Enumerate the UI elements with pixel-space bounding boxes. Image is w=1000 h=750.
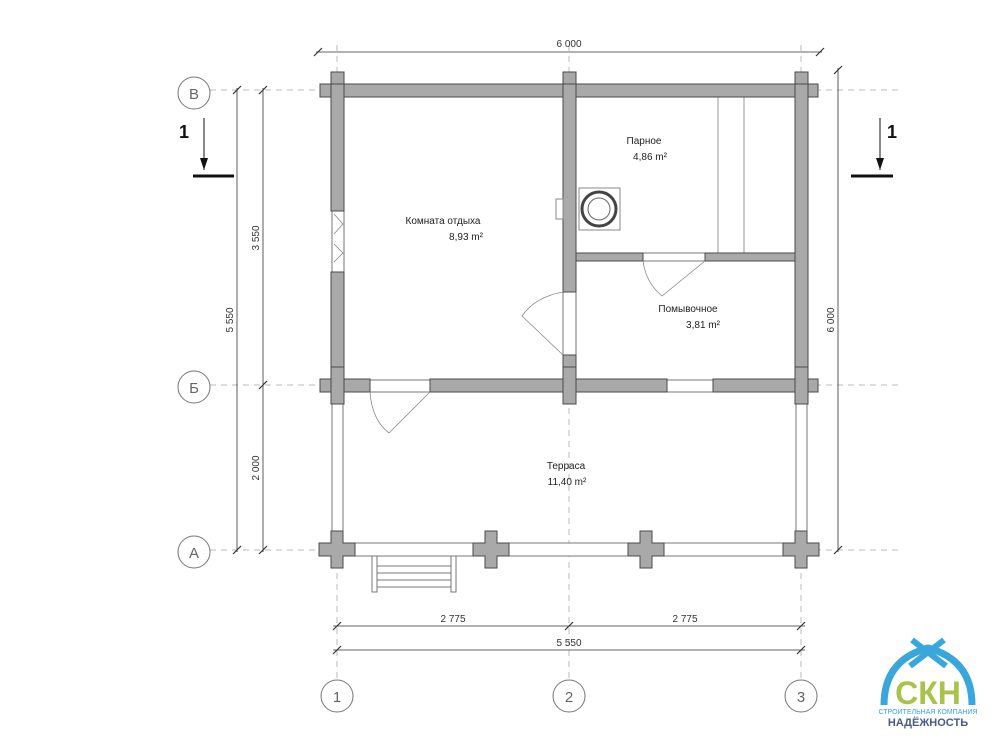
logo-mark: СКН — [895, 675, 961, 711]
room-area-rest: 8,93 m² — [449, 232, 484, 243]
terrace-posts — [318, 530, 820, 569]
room-area-wash: 3,81 m² — [686, 320, 721, 331]
axis-row-a: А — [189, 545, 199, 562]
room-name-terrace: Терраса — [547, 461, 586, 472]
dim-bottom-total: 5 550 — [556, 638, 581, 649]
section-mark-right — [851, 118, 893, 178]
room-area-terrace: 11,40 m² — [548, 477, 587, 488]
dim-left-lower: 2 000 — [251, 455, 262, 480]
room-name-wash: Помывочное — [658, 304, 718, 315]
company-logo: СКН СТРОИТЕЛЬНАЯ КОМПАНИЯ НАДЁЖНОСТЬ — [878, 637, 978, 729]
doors — [333, 213, 706, 434]
dim-bottom-left: 2 775 — [440, 614, 465, 625]
dim-top-total: 6 000 — [556, 39, 581, 50]
axis-row-b: Б — [189, 380, 199, 397]
dimension-lines — [232, 47, 843, 655]
section-label-left: 1 — [179, 122, 189, 142]
axis-col-1: 1 — [333, 689, 341, 706]
axis-col-3: 3 — [797, 689, 805, 706]
section-mark-left — [193, 118, 234, 178]
dim-left-total: 5 550 — [225, 307, 236, 332]
axis-markers — [177, 76, 818, 713]
room-name-steam: Парное — [627, 136, 662, 147]
walls — [319, 71, 819, 405]
stove-icon — [555, 187, 621, 231]
logo-line2: НАДЁЖНОСТЬ — [888, 716, 968, 729]
dim-left-upper: 3 550 — [251, 225, 262, 250]
logo-line1: СТРОИТЕЛЬНАЯ КОМПАНИЯ — [878, 709, 977, 716]
entrance-steps — [371, 555, 457, 593]
section-label-right: 1 — [887, 122, 897, 142]
dim-right-total: 6 000 — [826, 307, 837, 332]
dim-bottom-right: 2 775 — [672, 614, 697, 625]
room-name-rest: Комната отдыха — [406, 216, 481, 227]
axis-row-v: В — [189, 86, 199, 103]
axis-col-2: 2 — [565, 689, 573, 706]
room-area-steam: 4,86 m² — [633, 152, 668, 163]
